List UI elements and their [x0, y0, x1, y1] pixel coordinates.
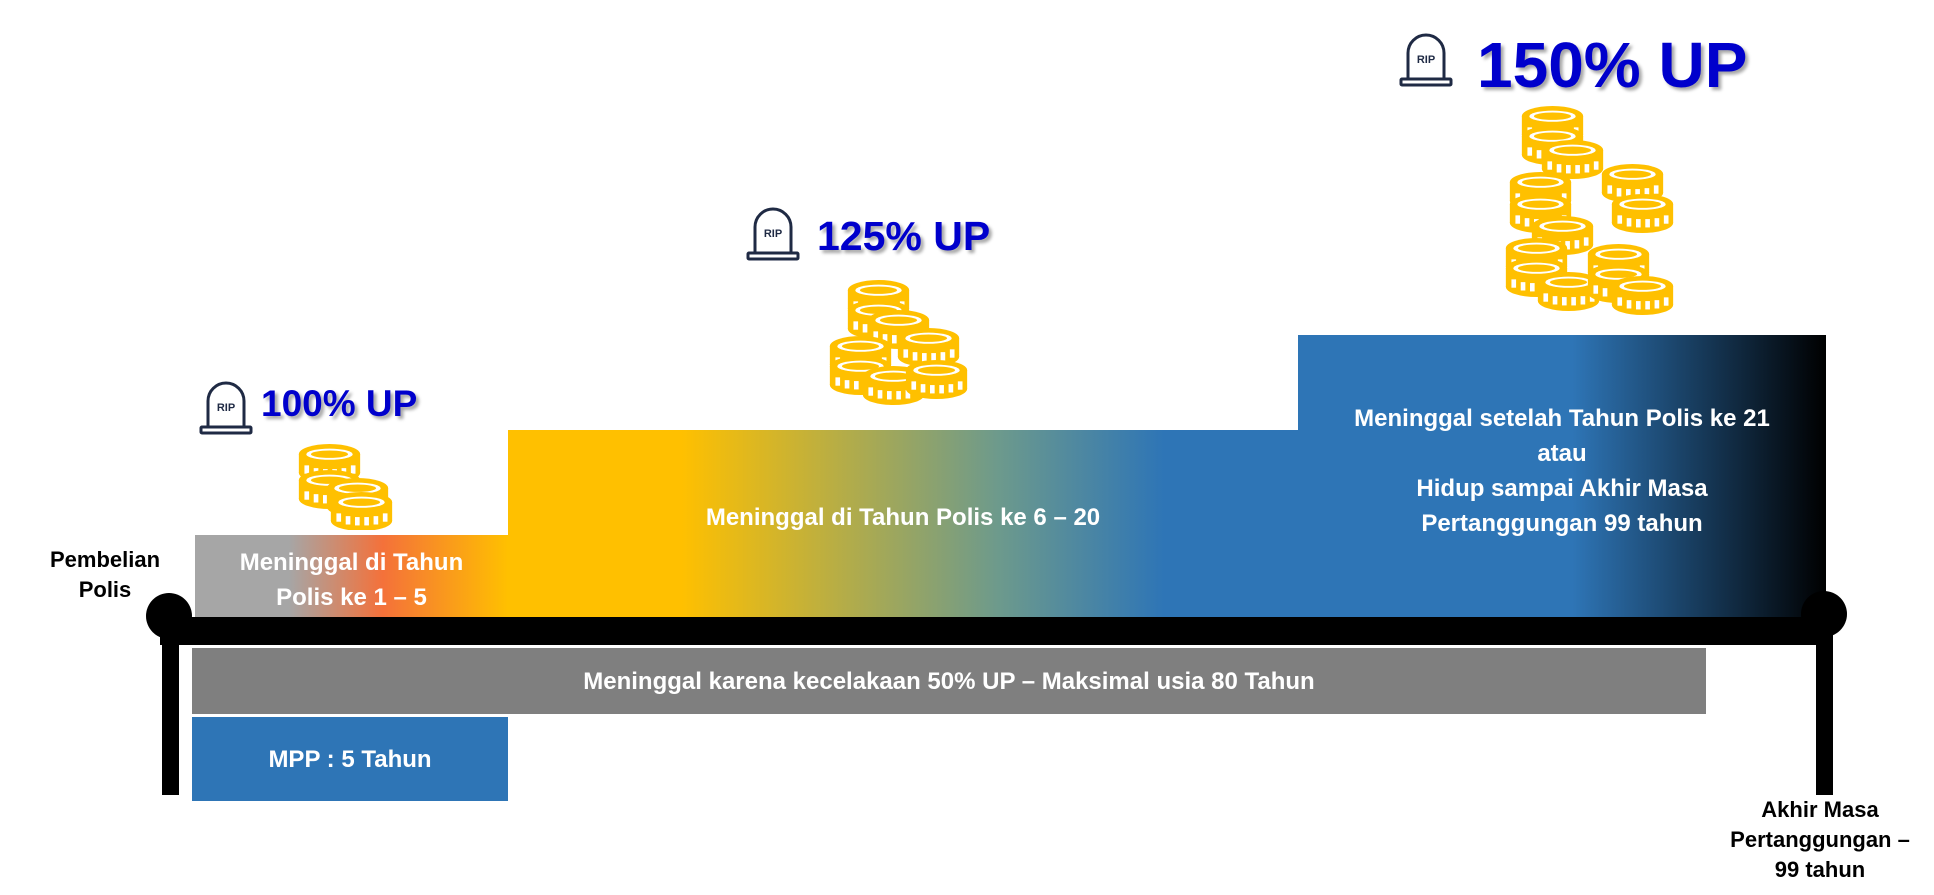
- end-label: Akhir Masa Pertanggungan – 99 tahun: [1730, 797, 1910, 882]
- stage2-box: Meninggal di Tahun Polis ke 6 – 20: [508, 430, 1298, 625]
- stage3-text: Meninggal setelah Tahun Polis ke 21 atau…: [1322, 401, 1802, 541]
- stage3-line3: Hidup sampai Akhir Masa Pertanggungan 99…: [1416, 475, 1708, 537]
- coin-stack-icon: [829, 280, 968, 405]
- stage1-text: Meninggal di Tahun Polis ke 1 – 5: [239, 549, 464, 611]
- stage2-up-label: 125% UP: [817, 213, 991, 259]
- rip-text: RIP: [1417, 54, 1435, 66]
- rip-text: RIP: [764, 228, 782, 240]
- accident-benefit-bar: Meninggal karena kecelakaan 50% UP – Mak…: [192, 648, 1706, 714]
- start-label: Pembelian Polis: [49, 547, 161, 602]
- stage1-up-label: 100% UP: [261, 383, 418, 424]
- tombstone-icon: RIP: [744, 204, 802, 262]
- mpp-bar: MPP : 5 Tahun: [192, 717, 508, 801]
- stage2-text: Meninggal di Tahun Polis ke 6 – 20: [705, 504, 1101, 531]
- stage1-box: Meninggal di Tahun Polis ke 1 – 5: [195, 535, 508, 625]
- stage3-up-label: 150% UP: [1477, 29, 1748, 101]
- timeline-start-post: [162, 620, 179, 795]
- accident-text: Meninggal karena kecelakaan 50% UP – Mak…: [583, 667, 1315, 695]
- rip-text: RIP: [217, 402, 235, 414]
- tombstone-icon: RIP: [197, 378, 255, 436]
- mpp-text: MPP : 5 Tahun: [268, 745, 432, 773]
- coin-stack-icon: [298, 444, 393, 530]
- timeline-bar: [160, 617, 1832, 645]
- timeline-end-post: [1816, 620, 1833, 795]
- tombstone-icon: RIP: [1397, 30, 1455, 88]
- stage3-box: Meninggal setelah Tahun Polis ke 21 atau…: [1298, 335, 1826, 625]
- stage3-line2: atau: [1537, 440, 1587, 467]
- stage3-line1: Meninggal setelah Tahun Polis ke 21: [1354, 405, 1770, 432]
- coin-stack-icon: [1505, 106, 1674, 315]
